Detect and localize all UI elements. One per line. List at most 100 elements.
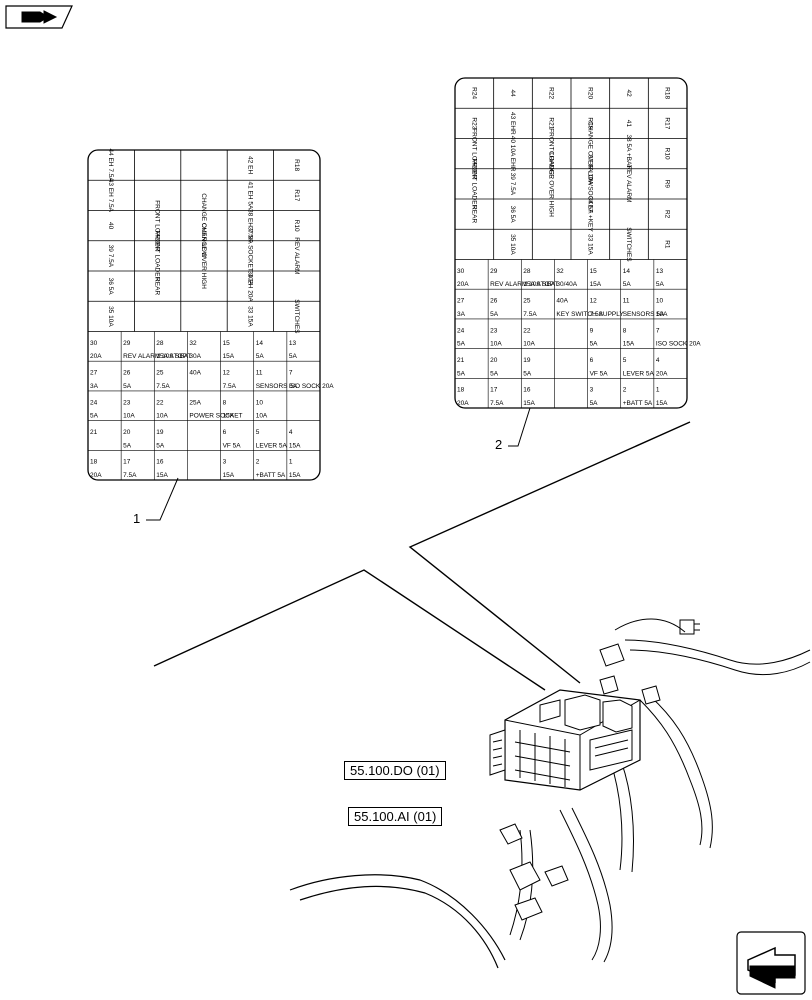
panel1-fuse-rating: 7.5A (123, 472, 137, 479)
panel2-fuse-rating: 30/40A (556, 281, 577, 288)
panel1-relay-label: R18 (293, 159, 300, 171)
panel2-fuse-label: 32 (556, 268, 564, 275)
panel2-fuse-rating: 7.5A (523, 311, 537, 318)
panel1-fuse-rating: 5A (90, 413, 99, 420)
panel1-fuse-label: 12 (223, 370, 231, 377)
panel2-fuse-label: 9 (590, 327, 594, 334)
panel1-relay-label: 43 EH 7.5A (107, 179, 114, 213)
panel2-relay-label: R20 (586, 87, 593, 99)
panel2-fuse-label: 28 (523, 268, 531, 275)
panel1-fuse-label: 40A (189, 370, 201, 377)
panel1-fuse-rating: 15A (223, 472, 235, 479)
panel2-fuse-label: 2 (623, 387, 627, 394)
pointer-line-1 (153, 569, 546, 691)
panel1-fuse-label: 10 (256, 399, 264, 406)
panel1-fuse-rating: 3A (90, 383, 99, 390)
panel1-fuse-rating: 15A (223, 413, 235, 420)
panel1-fuse-rating: 7.5A (156, 383, 170, 390)
panel2-relay-label: R19 (586, 117, 593, 129)
panel1-fuse-label: 2 (256, 459, 260, 466)
panel2-fuse-label: 18 (457, 387, 465, 394)
reference-label-do[interactable]: 55.100.DO (01) (344, 761, 446, 780)
panel2-fuse-label: 40A (556, 298, 568, 305)
panel1-fuse-rating: 5A (123, 383, 132, 390)
panel1-fuse-rating: 15A (156, 472, 168, 479)
panel1-fuse-label: 6 (223, 429, 227, 436)
panel1-relay-label: REV ALARM (293, 237, 300, 274)
panel2-relay-label: 34 5A +KEY (586, 197, 593, 233)
panel2-fuse-rating: 5A (623, 281, 632, 288)
panel2-fuse-rating: 10A (656, 311, 668, 318)
panel1-relay-label: 39 7.5A (107, 245, 114, 268)
panel2-fuse-rating: 5A (490, 370, 499, 377)
panel1-fuse-label: 4 (289, 429, 293, 436)
panel2-fuse-rating: 15A STOP (523, 281, 554, 288)
panel2-relay-label: 42 (625, 90, 632, 98)
panel2-fuse-label: 22 (523, 327, 531, 334)
panel2-relay-label: 41 (625, 120, 632, 128)
panel1-fuse-rating: 15A (289, 472, 301, 479)
panel1-fuse-label: 16 (156, 459, 164, 466)
panel2-relay-label: 44 (509, 90, 516, 98)
panel2-fuse-rating: 20A (457, 400, 469, 407)
panel2-relay-label: FRONT LOADER (470, 128, 477, 179)
panel2-fuse-rating: 5A (457, 370, 466, 377)
panel1-fuse-label: 29 (123, 340, 131, 347)
panel2-fuse-label: 15 (590, 268, 598, 275)
panel2-relay-label: R9 (664, 180, 671, 189)
panel2-fuse-rating: REV ALARM 10A SEAT (490, 281, 559, 288)
panel1-relay-label: FRONT LOADER (154, 200, 161, 251)
panel1-fuse-label: 21 (90, 429, 98, 436)
panel1-fuse-rating: 15A STOP (156, 353, 187, 360)
panel2-fuse-label: 21 (457, 357, 465, 364)
panel2-fuse-rating: 15A (523, 400, 535, 407)
panel2-relay-label: REV ALARM (625, 165, 632, 202)
panel2-fuse-rating: 5A (590, 400, 599, 407)
panel2-fuse-label: 27 (457, 298, 465, 305)
panel1-fuse-label: 24 (90, 399, 98, 406)
panel2-fuse-rating: 20A (457, 281, 469, 288)
panel1-fuse-rating: 15A (223, 353, 235, 360)
reference-label-ai[interactable]: 55.100.AI (01) (348, 807, 443, 826)
wiring-harness (289, 618, 811, 969)
panel2-fuse-label: 25 (523, 298, 531, 305)
panel1-fuse-rating: 10A (256, 413, 268, 420)
panel2-relay-label: REAR (470, 205, 477, 223)
panel2-relay-label: R17 (664, 117, 671, 129)
panel2-fuse-rating: 5A (523, 370, 532, 377)
next-page-arrow-icon[interactable] (736, 931, 806, 995)
panel2-relay-label: R24 (470, 87, 477, 99)
panel1-relay-label: 42 EH (246, 156, 253, 174)
panel1-fuse-rating: LEVER 5A (256, 442, 288, 449)
panel2-fuse-rating: 5A (656, 281, 665, 288)
nav-book-icon[interactable] (5, 5, 73, 29)
panel2-fuse-label: 14 (623, 268, 631, 275)
panel2-relay-label: SWITCHES (625, 227, 632, 262)
callout-2-leader (508, 407, 531, 447)
panel2-fuse-rating: 5A (590, 341, 599, 348)
panel1-relay-label: SWITCHES (293, 299, 300, 334)
panel1-fuse-label: 30 (90, 340, 98, 347)
panel2-fuse-rating: 5A (457, 341, 466, 348)
panel1-relay-label: FRONT LOADER (154, 230, 161, 281)
panel1-fuse-rating: 5A (256, 353, 265, 360)
panel1-relay-label: 35 10A (107, 306, 114, 327)
panel1-fuse-label: 28 (156, 340, 164, 347)
panel2-fuse-rating: KEY SWITCH SUPPLY (556, 311, 624, 318)
panel1-relay-label: REAR (154, 277, 161, 295)
panel2-relay-label: 37 8A 10A SOCKET (586, 155, 593, 213)
panel2-fuse-label: 8 (623, 327, 627, 334)
panel1-fuse-label: 13 (289, 340, 297, 347)
panel1-fuse-rating: ISO SOCK 20A (289, 383, 334, 390)
panel2-relay-label: CHANGE OVER HIGH (548, 151, 555, 217)
panel1-fuse-label: 25A (189, 399, 201, 406)
panel1-outline (87, 149, 321, 481)
panel2-fuse-label: 17 (490, 387, 498, 394)
panel1-fuse-rating: SENSORS 5A (256, 383, 298, 390)
panel1-fuse-rating: POWER SOCKET (189, 413, 242, 420)
panel1-fuse-label: 32 (189, 340, 197, 347)
panel1-fuse-label: 18 (90, 459, 98, 466)
panel2-fuse-rating: ISO SOCK 20A (656, 341, 701, 348)
callout-1-leader (146, 477, 179, 521)
